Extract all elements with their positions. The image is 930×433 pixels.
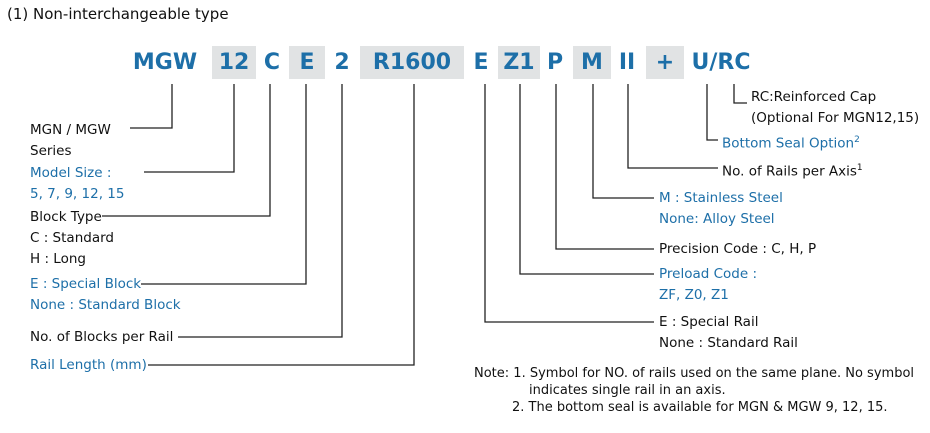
connector-rc-cap xyxy=(733,84,747,104)
code-plus: + xyxy=(646,46,684,79)
code-special-block: E xyxy=(289,46,325,79)
note-1-line2: indicates single rail in an axis. xyxy=(529,383,726,398)
connector-rails-per-axis xyxy=(627,84,718,169)
code-material: M xyxy=(573,46,611,79)
label-material: M : Stainless Steel None: Alloy Steel xyxy=(659,188,783,230)
connector-preload xyxy=(519,84,654,275)
code-rails-per-axis: II xyxy=(618,50,636,75)
connector-series xyxy=(130,84,173,129)
connector-precision xyxy=(555,84,654,250)
label-preload-line2: ZF, Z0, Z1 xyxy=(659,287,729,303)
connector-bottom-seal xyxy=(706,84,718,141)
code-model-size: 12 xyxy=(212,46,256,79)
notes-block: Note: 1. Symbol for NO. of rails used on… xyxy=(474,365,914,416)
note-prefix: Note: xyxy=(474,366,510,381)
label-rc-cap-line1: RC:Reinforced Cap xyxy=(751,89,877,105)
label-special-rail: E : Special Rail None : Standard Rail xyxy=(659,312,798,354)
code-preload: Z1 xyxy=(498,46,540,79)
label-preload: Preload Code : ZF, Z0, Z1 xyxy=(659,264,757,306)
label-bottom-seal-footnote: 2 xyxy=(854,135,860,145)
section-title: (1) Non-interchangeable type xyxy=(7,5,229,23)
connector-model-size xyxy=(144,84,235,173)
code-rail-length: R1600 xyxy=(360,46,464,79)
note-1-text: 1. Symbol for NO. of rails used on the s… xyxy=(513,366,915,381)
label-block-type-line2: C : Standard xyxy=(30,230,114,246)
label-rc-cap: RC:Reinforced Cap (Optional For MGN12,15… xyxy=(751,87,919,129)
connector-rail-length xyxy=(148,84,415,366)
label-model-size-line1: Model Size : xyxy=(30,165,112,181)
note-1-line1: Note: 1. Symbol for NO. of rails used on… xyxy=(474,365,914,382)
connector-blocks-per-rail xyxy=(178,84,343,338)
code-block-type: C xyxy=(263,50,281,75)
label-rails-per-axis: No. of Rails per Axis1 xyxy=(722,158,863,183)
label-model-size-line2: 5, 7, 9, 12, 15 xyxy=(30,186,125,202)
connector-material xyxy=(592,84,654,199)
label-precision: Precision Code : C, H, P xyxy=(659,241,817,257)
label-rails-per-axis-text: No. of Rails per Axis xyxy=(722,163,857,180)
label-special-block-line1: E : Special Block xyxy=(30,276,142,292)
label-bottom-seal: Bottom Seal Option2 xyxy=(722,130,860,155)
label-block-type-line1: Block Type xyxy=(30,209,102,225)
label-series-line1: MGN / MGW xyxy=(30,122,111,138)
connector-special-block xyxy=(141,84,307,285)
label-preload-line1: Preload Code : xyxy=(659,266,758,282)
code-precision: P xyxy=(546,50,564,75)
label-block-type-line3: H : Long xyxy=(30,251,86,267)
code-blocks-per-rail: 2 xyxy=(334,50,350,75)
label-rc-cap-line2: (Optional For MGN12,15) xyxy=(751,110,920,126)
code-seal-option: U/RC xyxy=(691,50,751,75)
note-2: 2. The bottom seal is available for MGN … xyxy=(512,400,888,415)
code-series: MGW xyxy=(132,50,198,75)
connector-block-type xyxy=(102,84,271,217)
label-special-rail-line1: E : Special Rail xyxy=(659,314,759,330)
label-series-line2: Series xyxy=(30,143,72,159)
label-special-block-line2: None : Standard Block xyxy=(30,297,181,313)
label-bottom-seal-text: Bottom Seal Option xyxy=(722,135,855,152)
label-blocks-per-rail: No. of Blocks per Rail xyxy=(30,329,174,345)
label-rails-per-axis-footnote: 1 xyxy=(856,163,863,173)
label-model-size: Model Size : 5, 7, 9, 12, 15 xyxy=(30,163,124,205)
connector-special-rail xyxy=(484,84,654,323)
label-block-type: Block Type C : Standard H : Long xyxy=(30,207,114,270)
label-special-rail-line2: None : Standard Rail xyxy=(659,335,798,351)
code-special-rail: E xyxy=(473,50,489,75)
label-material-line1: M : Stainless Steel xyxy=(659,190,783,206)
label-series: MGN / MGW Series xyxy=(30,120,111,162)
label-special-block: E : Special Block None : Standard Block xyxy=(30,274,181,316)
label-rail-length: Rail Length (mm) xyxy=(30,357,147,373)
label-material-line2: None: Alloy Steel xyxy=(659,211,775,227)
